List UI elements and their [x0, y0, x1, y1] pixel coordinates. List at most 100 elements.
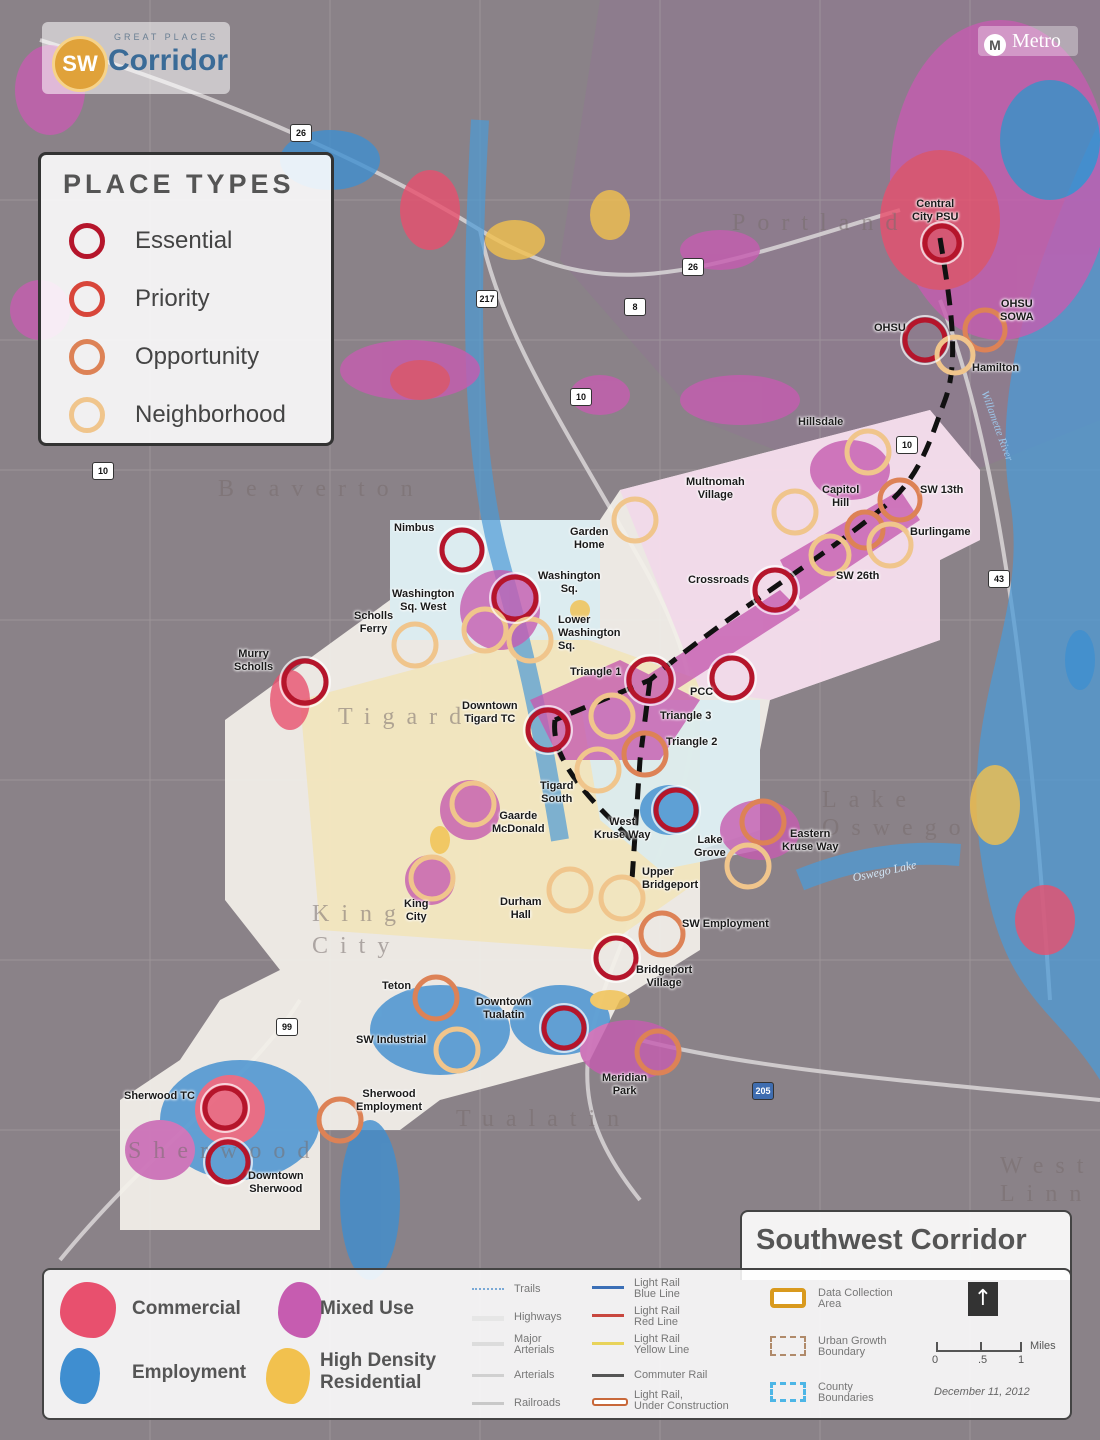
place-type-label: Opportunity	[135, 343, 260, 370]
urban-growth-box-icon	[770, 1336, 806, 1356]
ring-triangle-3	[588, 692, 636, 740]
city-label-tualatin: Tualatin	[456, 1106, 632, 1132]
legend-label: Data Collection Area	[818, 1287, 893, 1310]
neighborhood-ring-icon	[69, 397, 105, 433]
map-date: December 11, 2012	[934, 1386, 1030, 1398]
ring-lake-grove	[724, 842, 772, 890]
legend-label: Major Arterials	[514, 1333, 555, 1356]
railroads-line-icon	[472, 1402, 504, 1405]
ring-sw-industrial	[433, 1026, 481, 1074]
ring-burlingame	[866, 521, 914, 569]
ring-gaarde-mcdonald	[449, 780, 497, 828]
scale-bar	[934, 1340, 1030, 1354]
highway-shield-43: 43	[988, 570, 1010, 588]
station-label-multnomah-village: Multnomah Village	[686, 476, 745, 501]
ring-ohsu-sowa	[962, 307, 1008, 353]
ring-upper-bridgeport	[598, 874, 646, 922]
station-label-sw-employment: SW Employment	[682, 918, 769, 930]
ring-crossroads	[752, 567, 798, 613]
highway-shield-205: 205	[752, 1082, 774, 1100]
station-label-west-kruse-way: West Kruse Way	[594, 816, 651, 841]
station-label-triangle-2: Triangle 2	[666, 736, 718, 748]
station-label-sw-13th: SW 13th	[920, 484, 964, 496]
ring-central-city-psu	[922, 223, 962, 263]
highways-line-icon	[472, 1316, 504, 1321]
ring-capitol-hill	[844, 509, 886, 551]
ring-king-city	[408, 854, 456, 902]
station-label-sw-industrial: SW Industrial	[356, 1034, 427, 1046]
station-label-hamilton: Hamilton	[972, 362, 1020, 374]
ring-sherwood-employment	[316, 1096, 364, 1144]
legend-label: Light Rail Red Line	[634, 1305, 680, 1328]
place-type-label: Essential	[135, 227, 233, 254]
sw-corridor-logo: GREAT PLACES SW Corridor	[42, 22, 230, 94]
legend-label: Trails	[514, 1283, 541, 1295]
station-label-eastern-kruse-way: Eastern Kruse Way	[782, 828, 839, 853]
station-label-sw-26th: SW 26th	[836, 570, 880, 582]
station-label-garden-home: Garden Home	[570, 526, 609, 551]
ring-halos	[200, 221, 964, 1187]
scale-tick-half: .5	[978, 1354, 988, 1366]
high-density-blob-icon	[266, 1348, 310, 1404]
ring-sw-13th	[877, 477, 923, 523]
station-label-lake-grove: Lake Grove	[694, 834, 726, 859]
ring-downtown-tualatin	[541, 1005, 587, 1051]
map-legend: Commercial Mixed Use Employment High Den…	[42, 1268, 1072, 1420]
legend-label: Arterials	[514, 1369, 555, 1381]
station-label-capitol-hill: Capitol Hill	[822, 484, 860, 509]
legend-label: Highways	[514, 1311, 562, 1323]
highway-shield-10-west: 10	[92, 462, 114, 480]
major-arterials-line-icon	[472, 1342, 504, 1346]
ring-washington-sq	[491, 574, 539, 622]
station-label-upper-bridgeport: Upper Bridgeport	[642, 866, 699, 891]
priority-ring-icon	[69, 281, 105, 317]
station-label-sherwood-employment: Sherwood Employment	[356, 1088, 423, 1113]
station-label-downtown-tualatin: Downtown Tualatin	[476, 996, 532, 1021]
legend-label: High Density Residential	[320, 1350, 437, 1393]
place-type-label: Neighborhood	[135, 401, 286, 428]
legend-label: Commercial	[132, 1298, 241, 1319]
station-label-triangle-3: Triangle 3	[660, 710, 712, 722]
highway-shield-8: 8	[624, 298, 646, 316]
place-types-title: PLACE TYPES	[63, 169, 295, 199]
opportunity-ring-icon	[69, 339, 105, 375]
ring-sherwood-tc	[202, 1085, 248, 1131]
ring-meridian-park	[634, 1028, 682, 1076]
metro-name: Metro	[1012, 30, 1061, 52]
station-label-murry-scholls: Murry Scholls	[234, 648, 274, 673]
employment-blob-icon	[60, 1348, 100, 1404]
legend-label: Light Rail, Under Construction	[634, 1389, 729, 1412]
legend-title: Southwest Corridor	[756, 1224, 1027, 1256]
ring-eastern-kruse-way	[739, 798, 787, 846]
station-label-ohsu: OHSU	[874, 322, 906, 334]
station-label-meridian-park: Meridian Park	[602, 1072, 648, 1097]
highway-shield-26-west: 26	[290, 124, 312, 142]
station-label-pcc: PCC	[690, 686, 714, 698]
station-label-washington-sq-west: Washington Sq. West	[392, 588, 455, 613]
station-label-central-city-psu: Central City PSU	[912, 198, 959, 223]
city-label-sherwood: Sherwood	[128, 1138, 322, 1164]
ring-garden-home	[611, 496, 659, 544]
highway-shield-217: 217	[476, 290, 498, 308]
ring-durham-hall	[546, 866, 594, 914]
ring-triangle-2	[621, 730, 669, 778]
station-label-bridgeport-village: Bridgeport Village	[636, 964, 693, 989]
ring-murry-scholls	[281, 658, 329, 706]
station-label-lower-washington-sq: Lower Washington Sq.	[558, 614, 621, 652]
ring-scholls-ferry	[391, 621, 439, 669]
ring-teton	[412, 974, 460, 1022]
mixed-use-blob-icon	[278, 1282, 322, 1338]
arterials-line-icon	[472, 1374, 504, 1377]
data-collection-box-icon	[770, 1288, 806, 1308]
proposed-light-rail	[552, 237, 956, 881]
under-construction-line-icon	[592, 1398, 628, 1406]
ring-sw-26th	[808, 533, 852, 577]
scale-tick-0: 0	[932, 1354, 939, 1366]
willamette-river	[976, 120, 1100, 1080]
ring-bridgeport-village	[593, 935, 639, 981]
highway-shield-99: 99	[276, 1018, 298, 1036]
station-label-teton: Teton	[382, 980, 412, 992]
station-label-downtown-tigard-tc: Downtown Tigard TC	[462, 700, 518, 725]
